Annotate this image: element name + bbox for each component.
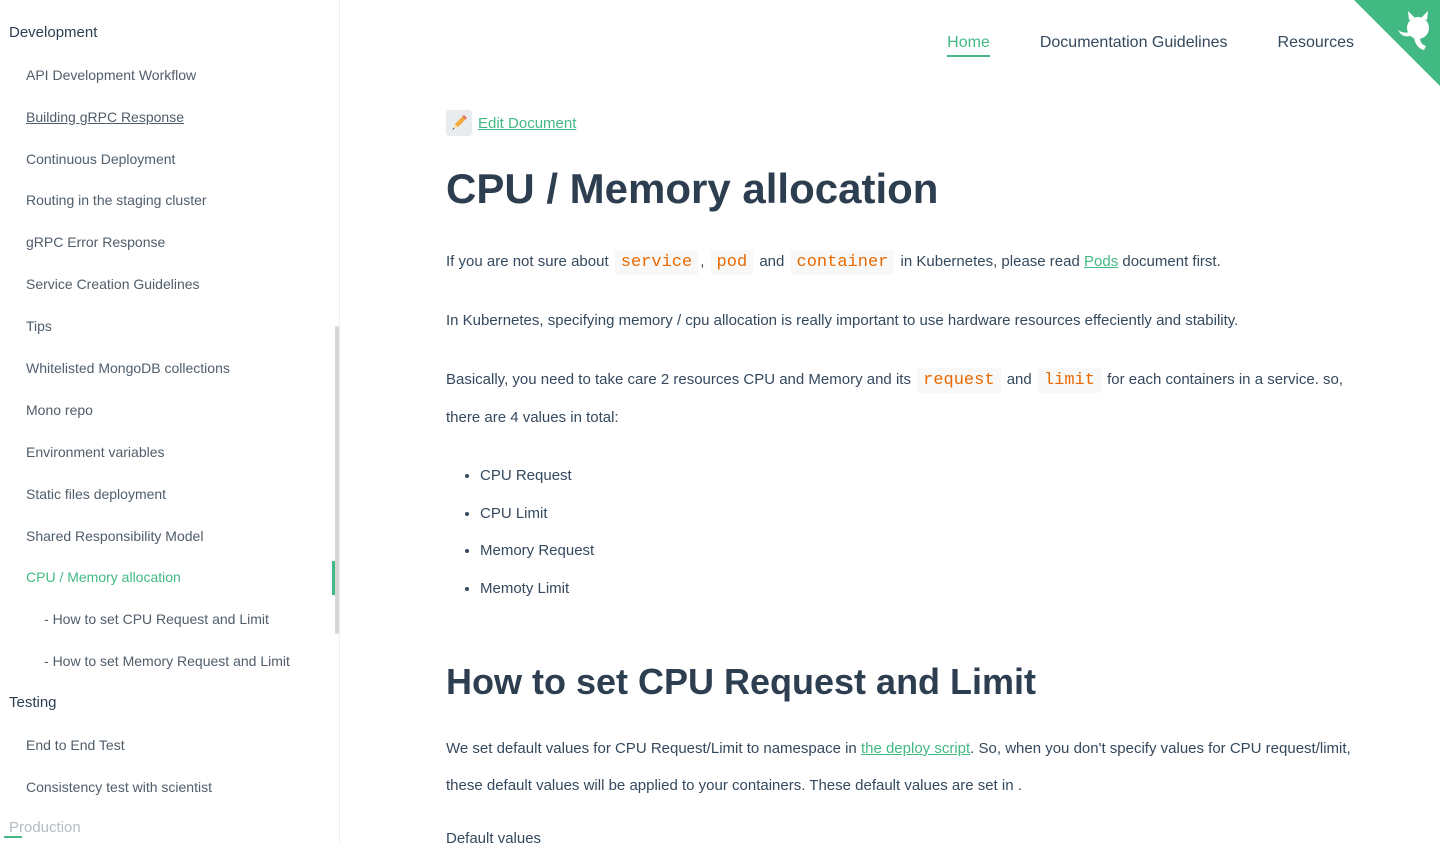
sidebar-item-environment-variables[interactable]: Environment variables xyxy=(26,444,165,460)
list-item: CPU Request xyxy=(480,457,594,495)
pencil-icon xyxy=(446,110,472,136)
text-fragment: document first. xyxy=(1122,253,1221,270)
code-pod: pod xyxy=(710,250,754,275)
code-container: container xyxy=(790,250,895,275)
intro-paragraph: If you are not sure about service, pod a… xyxy=(446,243,1376,281)
text-fragment: Basically, you need to take care 2 resou… xyxy=(446,371,911,388)
sidebar-item-service-creation-guidelines[interactable]: Service Creation Guidelines xyxy=(26,276,200,292)
github-corner-icon[interactable] xyxy=(1354,0,1440,86)
sidebar-subitem-cpu-request-limit[interactable]: How to set CPU Request and Limit xyxy=(44,611,269,627)
text-fragment: . So, when you don't specify values for … xyxy=(446,740,1351,794)
sidebar-item-routing-staging[interactable]: Routing in the staging cluster xyxy=(26,192,207,208)
text-fragment: in Kubernetes, please read xyxy=(900,253,1080,270)
text-fragment: If you are not sure about xyxy=(446,253,609,270)
text-fragment: and xyxy=(759,253,785,270)
sidebar-item-consistency-test[interactable]: Consistency test with scientist xyxy=(26,779,212,795)
pods-link[interactable]: Pods xyxy=(1084,253,1119,270)
sidebar-item-shared-responsibility[interactable]: Shared Responsibility Model xyxy=(26,528,204,544)
nav-resources-link[interactable]: Resources xyxy=(1277,34,1354,51)
sidebar: Development API Development Workflow Bui… xyxy=(0,0,340,842)
section-heading-cpu: How to set CPU Request and Limit xyxy=(446,661,1037,702)
nav-home-link[interactable]: Home xyxy=(947,34,990,57)
sidebar-item-mono-repo[interactable]: Mono repo xyxy=(26,402,93,418)
deploy-script-link[interactable]: the deploy script xyxy=(860,740,971,757)
edit-document-label[interactable]: Edit Document xyxy=(478,114,577,132)
sidebar-item-static-files-deployment[interactable]: Static files deployment xyxy=(26,486,167,502)
code-limit: limit xyxy=(1037,368,1101,393)
nav-documentation-guidelines-link[interactable]: Documentation Guidelines xyxy=(1039,34,1228,51)
text-fragment: for each containers in a service. so, th… xyxy=(446,371,1344,426)
active-item-indicator xyxy=(332,561,335,595)
text-fragment: We set default values for CPU Request/Li… xyxy=(446,740,857,757)
sidebar-bottom-accent xyxy=(4,836,22,838)
page-title: CPU / Memory allocation xyxy=(446,165,939,212)
resources-paragraph: Basically, you need to take care 2 resou… xyxy=(446,361,1376,436)
list-item: Memoty Limit xyxy=(480,570,594,608)
values-list: CPU Request CPU Limit Memory Request Mem… xyxy=(462,457,594,607)
sidebar-section-development[interactable]: Development xyxy=(9,24,98,41)
sidebar-item-building-grpc-response[interactable]: Building gRPC Response xyxy=(26,109,184,125)
sidebar-item-whitelisted-mongodb[interactable]: Whitelisted MongoDB collections xyxy=(26,360,230,376)
sidebar-item-tips[interactable]: Tips xyxy=(26,318,52,334)
text-fragment: and xyxy=(1006,371,1032,388)
list-item: CPU Limit xyxy=(480,495,594,533)
default-values-label: Default values xyxy=(446,830,542,847)
sidebar-item-grpc-error-response[interactable]: gRPC Error Response xyxy=(26,234,166,250)
sidebar-item-cpu-memory-allocation[interactable]: CPU / Memory allocation xyxy=(26,569,181,585)
sidebar-scrollbar[interactable] xyxy=(335,326,339,634)
code-service: service xyxy=(614,250,699,275)
sidebar-item-end-to-end-test[interactable]: End to End Test xyxy=(26,737,125,753)
sidebar-item-api-development-workflow[interactable]: API Development Workflow xyxy=(26,67,197,83)
sidebar-item-continuous-deployment[interactable]: Continuous Deployment xyxy=(26,151,176,167)
cpu-defaults-paragraph: We set default values for CPU Request/Li… xyxy=(446,730,1376,804)
sidebar-section-testing[interactable]: Testing xyxy=(9,694,57,711)
text-fragment: , xyxy=(700,253,705,270)
top-nav: Home Documentation Guidelines Resources xyxy=(947,34,1354,57)
code-request: request xyxy=(917,368,1001,393)
edit-document-link[interactable]: Edit Document xyxy=(446,110,576,136)
sidebar-subitem-memory-request-limit[interactable]: How to set Memory Request and Limit xyxy=(44,653,290,669)
allocation-paragraph: In Kubernetes, specifying memory / cpu a… xyxy=(446,312,1239,329)
sidebar-section-production[interactable]: Production xyxy=(9,819,81,836)
list-item: Memory Request xyxy=(480,532,594,570)
